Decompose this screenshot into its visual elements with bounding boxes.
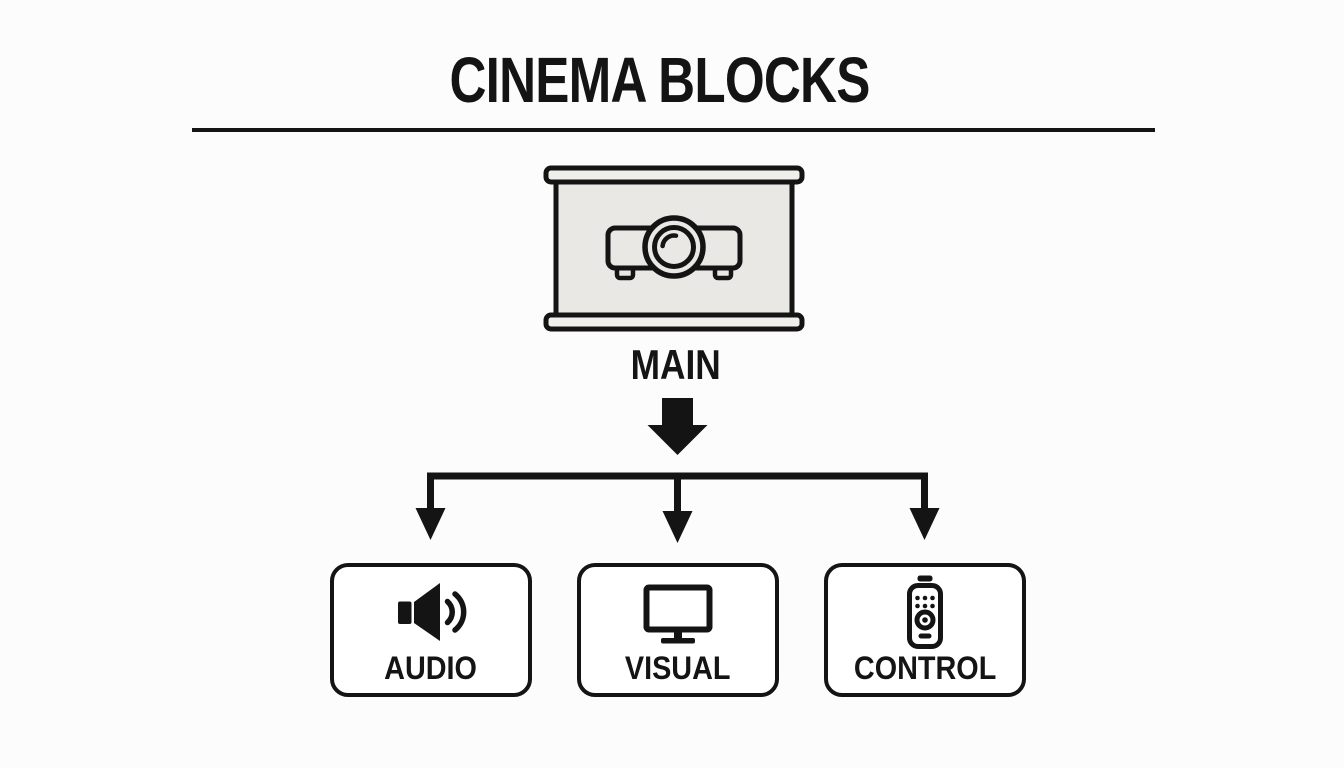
arrowhead-center-icon — [662, 511, 693, 543]
arrowhead-right-icon — [909, 508, 940, 540]
arrowhead-left-icon — [415, 508, 446, 540]
remote-key-dot — [922, 595, 928, 601]
remote-key-dot — [915, 603, 920, 609]
branch-box-control: CONTROL — [824, 563, 1026, 697]
branch-connector-lines — [427, 472, 928, 512]
flow-down-arrow-icon — [647, 398, 708, 455]
branch-box-visual: VISUAL — [577, 563, 779, 697]
remote-dpad-center — [922, 617, 928, 623]
remote-top-button — [917, 575, 933, 582]
branch-label-control: CONTROL — [853, 650, 997, 686]
remote-control-icon — [907, 575, 943, 649]
title-underline — [192, 128, 1155, 132]
remote-key-dot — [930, 603, 935, 609]
connector-arrows — [415, 398, 940, 543]
projector-icon — [605, 215, 743, 281]
main-label-wrap: MAIN — [4, 344, 1344, 386]
remote-body — [907, 583, 943, 649]
sound-wave-inner — [444, 598, 455, 626]
remote-key-dot — [922, 603, 928, 609]
monitor-stem — [674, 629, 682, 638]
remote-bottom-button — [918, 633, 932, 639]
projector-lens-glint — [660, 233, 679, 249]
cinema-screen-icon — [543, 165, 805, 332]
main-node-label: MAIN — [630, 341, 722, 388]
title-wrap: CINEMA BLOCKS — [0, 48, 1332, 112]
monitor-base — [661, 638, 695, 644]
remote-key-dot — [915, 595, 920, 601]
projector-lens-inner — [652, 225, 696, 269]
remote-dpad-ring — [914, 609, 936, 631]
speaker-icon — [398, 583, 467, 641]
diagram-title: CINEMA BLOCKS — [449, 44, 871, 116]
sound-wave-outer — [452, 591, 467, 633]
screen-bottom-bar — [543, 312, 805, 332]
speaker-driver — [398, 601, 412, 624]
remote-key-dot — [930, 595, 935, 601]
monitor-screen — [643, 584, 713, 633]
branch-box-audio: AUDIO — [330, 563, 532, 697]
monitor-icon — [643, 584, 713, 644]
branch-label-audio: AUDIO — [384, 650, 478, 686]
branch-label-visual: VISUAL — [625, 650, 731, 686]
speaker-cone — [414, 583, 440, 641]
